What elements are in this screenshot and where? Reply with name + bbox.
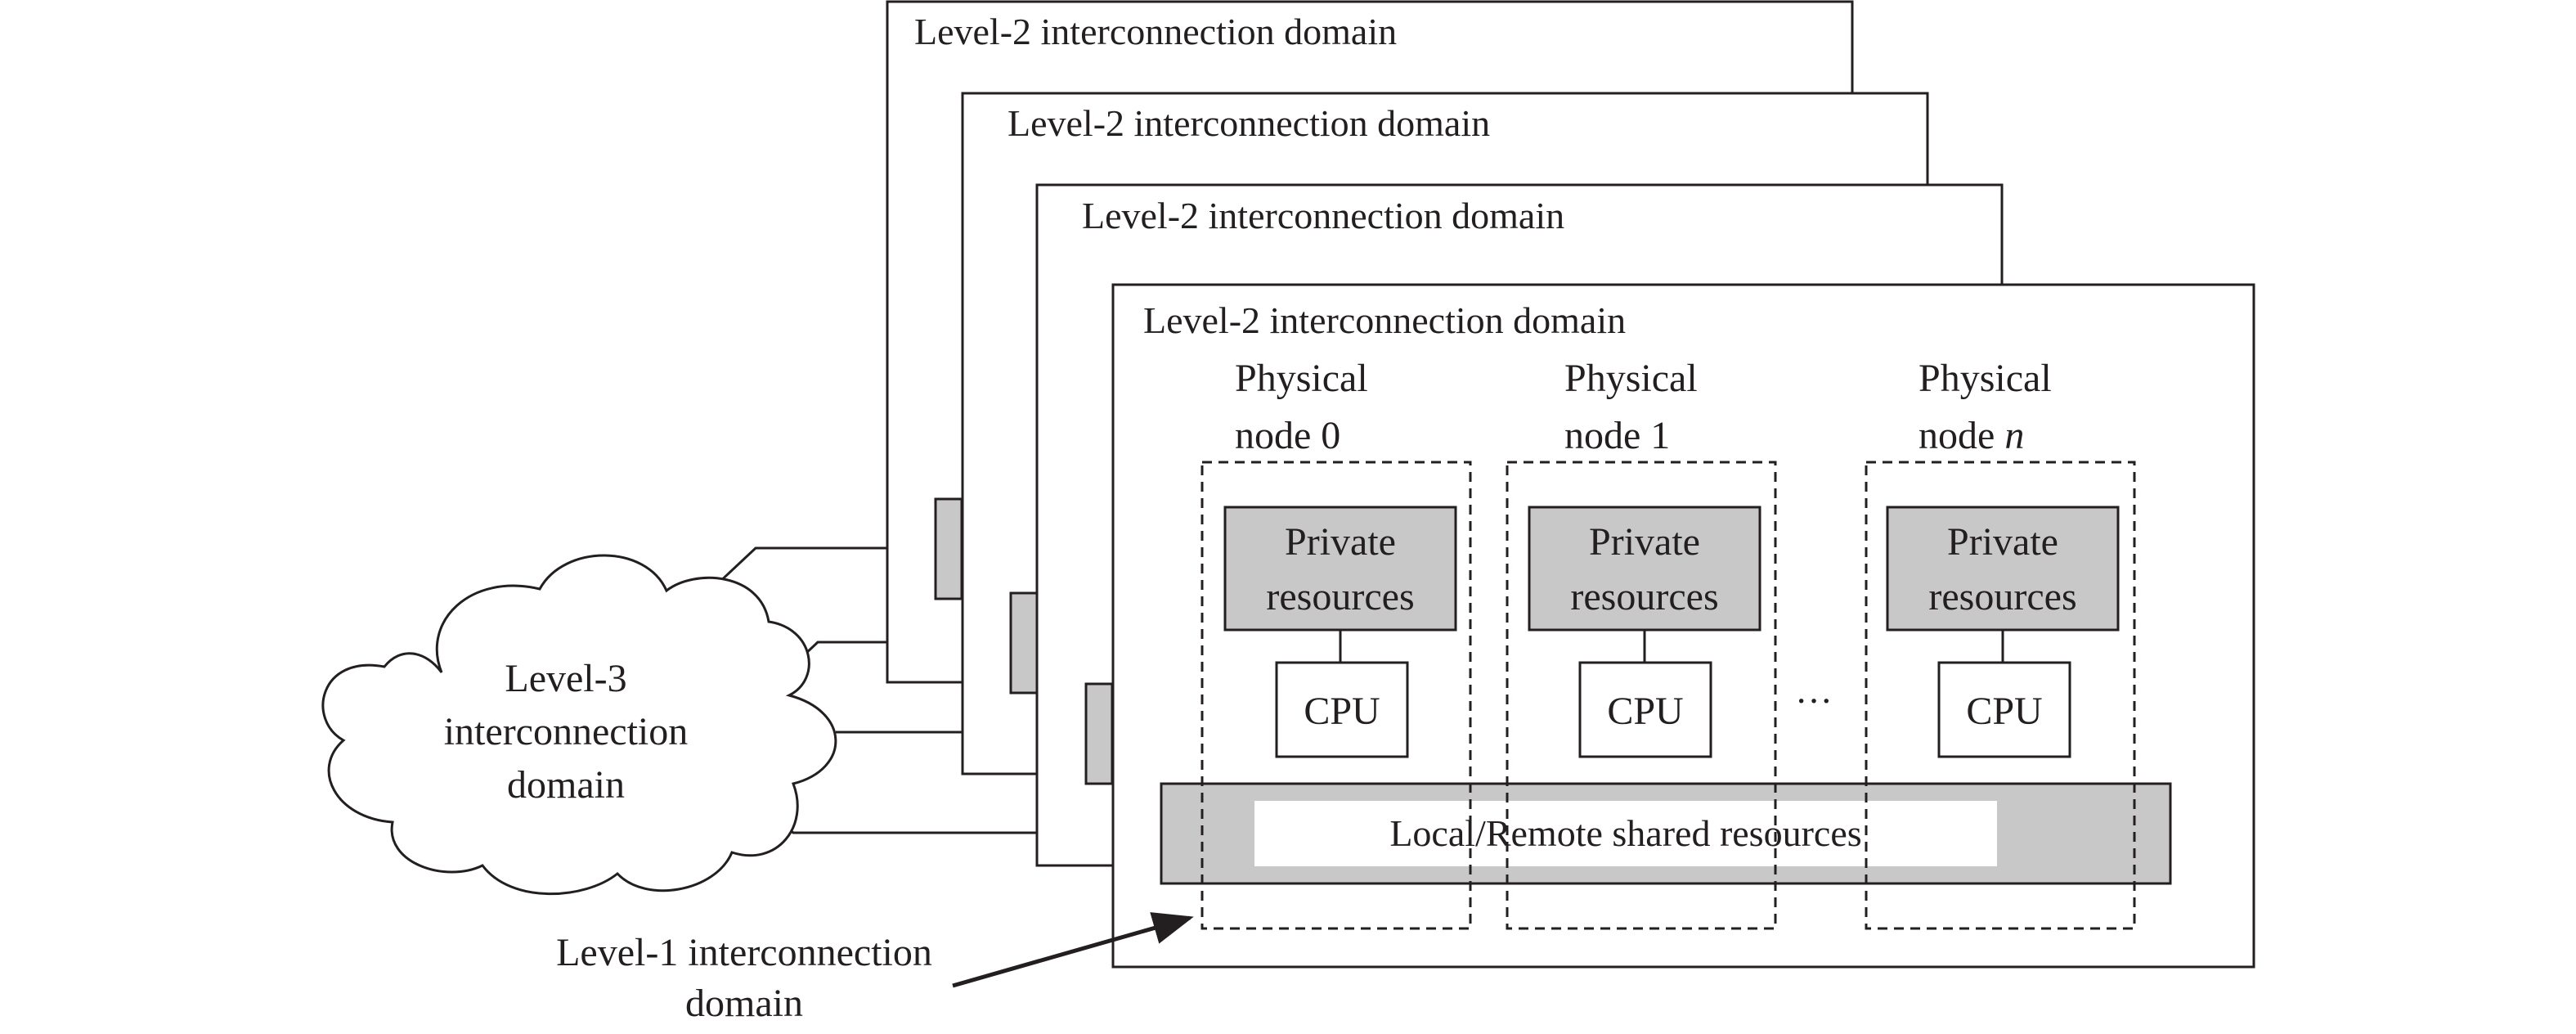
cpu-box — [1578, 661, 1712, 758]
physical-node-0: Physical node 0 Private resources CPU — [1200, 357, 1472, 930]
cpu-label: CPU — [1966, 690, 2042, 733]
cloud-label-line3: domain — [507, 763, 625, 807]
level1-label-line1: Level-1 interconnection — [556, 931, 932, 974]
private-resources-line2: resources — [1928, 575, 2076, 618]
level2-port — [1009, 591, 1039, 695]
private-resources-line2: resources — [1266, 575, 1414, 618]
level2-domain-title: Level-2 interconnection domain — [1008, 102, 1490, 144]
level2-domain-title: Level-2 interconnection domain — [914, 11, 1397, 52]
level3-cloud: Level-3 interconnection domain — [321, 554, 837, 896]
physical-node-n: Physical node n Private resources CPU — [1865, 357, 2136, 930]
level2-domain-title: Level-2 interconnection domain — [1143, 299, 1626, 341]
level2-domain-title: Level-2 interconnection domain — [1082, 195, 1564, 236]
node-label-text: node — [1919, 414, 2004, 457]
cpu-box — [1275, 661, 1409, 758]
level2-port — [1084, 682, 1114, 785]
private-resources-box — [1528, 506, 1761, 632]
shared-resources-label: Local/Remote shared resources — [1389, 812, 1861, 854]
node-index-italic: n — [2004, 414, 2024, 457]
private-resources-box — [1223, 506, 1457, 632]
node-label-text: node 0 — [1235, 414, 1340, 457]
level1-annotation: Level-1 interconnection domain — [556, 912, 1194, 1025]
node-label-line2: node 0 — [1235, 414, 1340, 457]
node-boundary — [1200, 461, 1472, 930]
private-resources-line2: resources — [1570, 575, 1718, 618]
private-resources-line1: Private — [1285, 520, 1396, 564]
level2-port — [934, 497, 963, 600]
node-label-line1: Physical — [1564, 357, 1698, 400]
cloud-label-line2: interconnection — [444, 710, 689, 753]
node-label-line2: node n — [1919, 414, 2024, 457]
cpu-label: CPU — [1607, 690, 1683, 733]
private-resources-line1: Private — [1589, 520, 1700, 564]
node-label-line1: Physical — [1235, 357, 1368, 400]
node-boundary — [1506, 461, 1777, 930]
physical-node-1: Physical node 1 Private resources CPU — [1506, 357, 1777, 930]
cpu-box — [1937, 661, 2071, 758]
shared-resources-inner — [1254, 801, 1997, 866]
node-label-text: node 1 — [1564, 414, 1670, 457]
private-resources-line1: Private — [1947, 520, 2058, 564]
node-boundary — [1865, 461, 2136, 930]
level1-label-line2: domain — [685, 982, 803, 1025]
nodes-ellipsis: ··· — [1795, 680, 1833, 722]
node-label-line2: node 1 — [1564, 414, 1670, 457]
cpu-label: CPU — [1304, 690, 1380, 733]
level1-arrow — [952, 912, 1194, 988]
node-label-line1: Physical — [1919, 357, 2052, 400]
cloud-shape — [321, 554, 837, 896]
cloud-label-line1: Level-3 — [505, 657, 626, 700]
shared-resources-bar: Local/Remote shared resources — [1160, 782, 2172, 885]
